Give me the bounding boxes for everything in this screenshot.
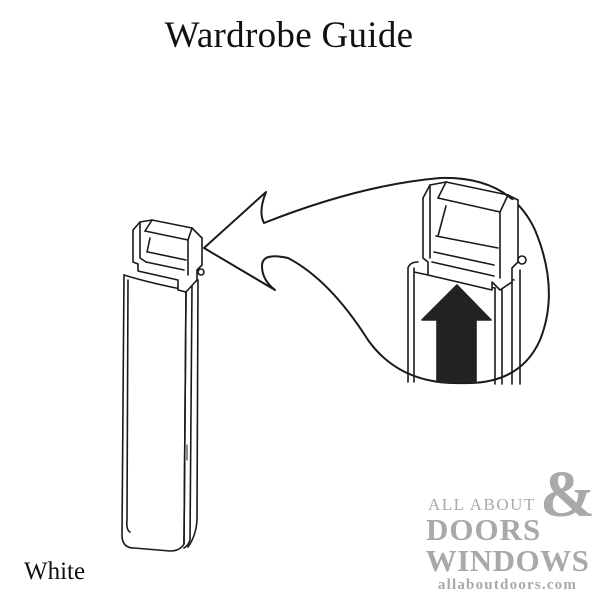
color-label: White [24, 558, 86, 585]
page-title: Wardrobe Guide [164, 15, 414, 56]
watermark-line-1: ALL ABOUT [428, 495, 536, 514]
up-arrow-icon [421, 284, 492, 383]
brand-watermark: ALL ABOUT DOORS WINDOWS allaboutdoors.co… [420, 495, 595, 594]
watermark-line-3: WINDOWS [425, 543, 590, 578]
guide-small [121, 219, 205, 552]
watermark-ampersand: & [540, 458, 595, 531]
guide-enlarged [407, 181, 527, 385]
watermark-url: allaboutdoors.com [437, 577, 578, 593]
watermark-line-2: DOORS [426, 512, 542, 547]
